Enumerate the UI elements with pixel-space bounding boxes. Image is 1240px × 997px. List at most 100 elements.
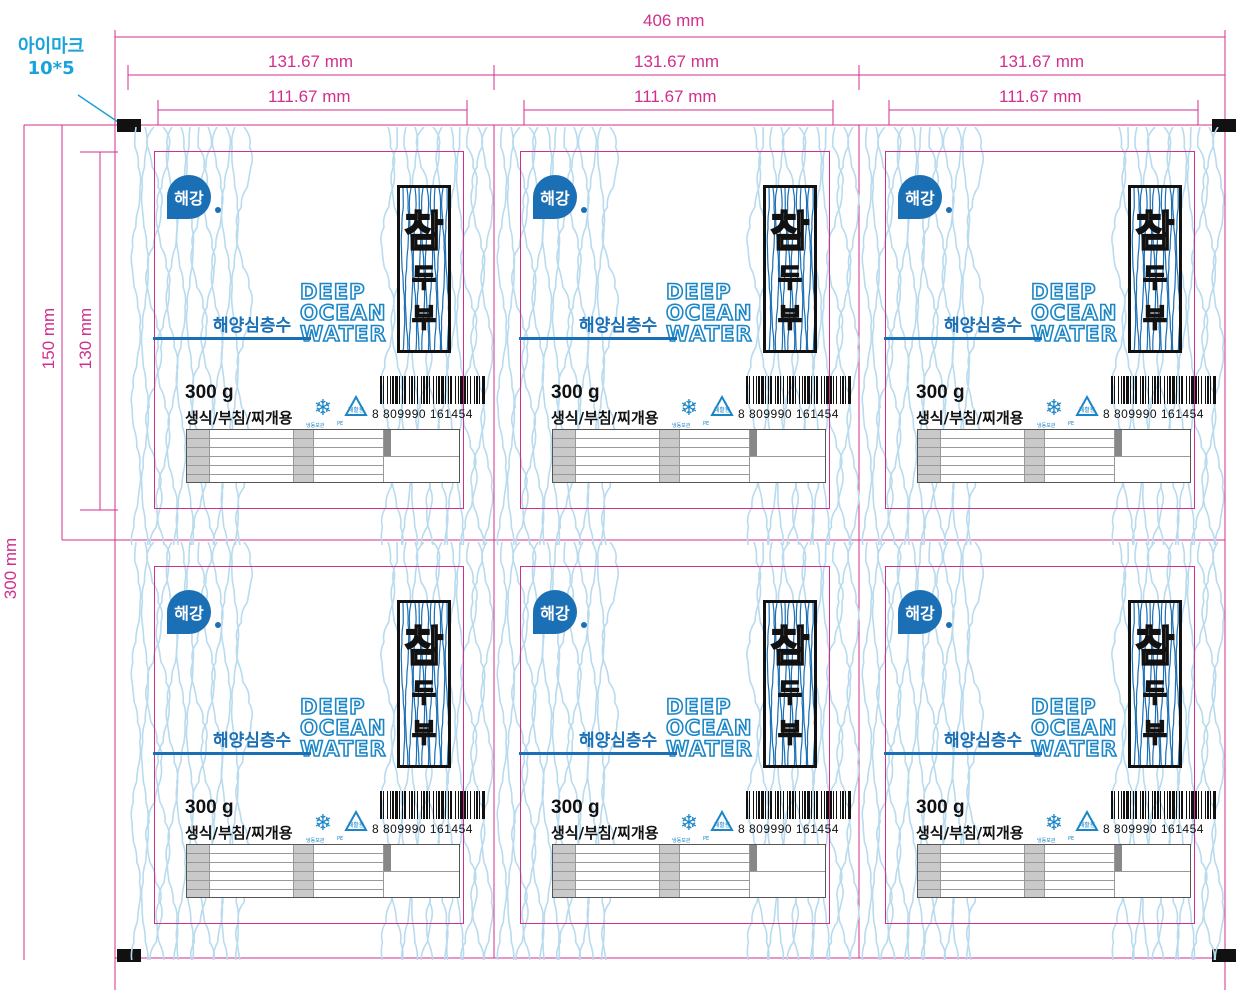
net-weight: 300 g	[551, 382, 600, 403]
deep-word: DEEP	[1030, 695, 1097, 719]
trim-frame	[520, 566, 830, 924]
net-weight: 300 g	[185, 797, 234, 818]
ocean-word: OCEAN	[1030, 301, 1118, 325]
brand-name: 해강	[540, 189, 570, 208]
info-row-line	[918, 871, 1190, 872]
title-wave-pattern	[400, 603, 448, 765]
title-wave-pattern	[766, 603, 814, 765]
water-word: WATER	[665, 322, 753, 346]
info-side-col	[1114, 430, 1122, 456]
info-row-line	[553, 862, 749, 863]
product-title-box: 참 두 부	[397, 600, 451, 768]
brand-logo: 해강	[167, 590, 211, 634]
snowflake-icon: ❄	[1044, 396, 1064, 421]
dim-label1-width: 111.67 mm	[268, 87, 351, 106]
trim-frame	[154, 566, 464, 924]
info-side-col	[749, 430, 757, 456]
accent-line	[519, 752, 677, 755]
snowflake-icon: ❄	[679, 811, 699, 836]
info-row-line	[918, 456, 1190, 457]
info-row-line	[553, 871, 825, 872]
wave-background	[130, 542, 494, 960]
info-row-line	[187, 474, 383, 475]
product-title-box: 참 두 부	[763, 185, 817, 353]
product-title-main: 참	[404, 206, 445, 257]
product-info-table	[917, 844, 1191, 898]
barcode	[1111, 791, 1216, 819]
dim-total-width: 406 mm	[643, 11, 705, 30]
usage-text: 생식/부침/찌개용	[185, 409, 293, 427]
svg-text:재활용: 재활용	[714, 821, 731, 829]
info-row-line	[553, 880, 749, 881]
brand-name: 해강	[174, 189, 204, 208]
info-row-line	[553, 447, 749, 448]
deep-word: DEEP	[299, 280, 366, 304]
product-info-table	[186, 844, 460, 898]
info-row-line	[918, 447, 1114, 448]
product-title-sub-1: 두	[1142, 678, 1167, 710]
product-title-main: 참	[404, 621, 445, 672]
info-row-line	[918, 862, 1114, 863]
snowflake-icon: ❄	[313, 396, 333, 421]
dim-label-height: 130 mm	[76, 307, 96, 370]
recycle-material: PE	[337, 836, 344, 842]
accent-line	[519, 337, 677, 340]
barcode-number: 8 809990 161454	[372, 822, 473, 836]
product-title-sub-2: 부	[1142, 718, 1167, 750]
dim-col1-width: 131.67 mm	[268, 52, 354, 71]
recycle-material: PE	[1068, 421, 1075, 427]
product-title-main: 참	[1135, 206, 1176, 257]
ocean-word: OCEAN	[299, 716, 387, 740]
deep-sea-water-text: 해양심층수	[579, 731, 658, 751]
product-info-table	[917, 429, 1191, 483]
snowflake-icon: ❄	[1044, 811, 1064, 836]
brand-logo-dot	[215, 622, 221, 628]
svg-text:재활용: 재활용	[1079, 821, 1096, 829]
info-row-line	[918, 880, 1114, 881]
tofu-label-4: 해강 참 두 부 DEEP OCEAN WATER 해양심층수 300 g 생식…	[130, 542, 495, 960]
deep-sea-water-text: 해양심층수	[213, 316, 292, 336]
arrow-icon	[77, 94, 119, 123]
info-row-line	[553, 474, 749, 475]
brand-name: 해강	[540, 604, 570, 623]
product-title-sub-1: 두	[777, 678, 802, 710]
info-fine-print	[187, 430, 459, 482]
dim-col2-width: 131.67 mm	[634, 52, 720, 71]
title-wave-pattern	[1131, 188, 1179, 350]
info-fine-print	[553, 845, 825, 897]
trim-frame	[520, 151, 830, 509]
info-row-line	[187, 465, 383, 466]
product-title-main: 참	[770, 206, 811, 257]
svg-text:재활용: 재활용	[348, 821, 365, 829]
recycle-icon: 재활용	[344, 810, 368, 831]
product-title-sub-2: 부	[777, 303, 802, 335]
deep-sea-water-text: 해양심층수	[579, 316, 658, 336]
product-info-table	[186, 429, 460, 483]
info-row-line	[918, 853, 1114, 854]
info-row-line	[187, 871, 459, 872]
cold-storage-caption: 냉동보관	[306, 838, 325, 844]
recycle-material: PE	[1068, 836, 1075, 842]
deep-word: DEEP	[1030, 280, 1097, 304]
product-title-sub-2: 부	[411, 718, 436, 750]
title-wave-pattern	[766, 188, 814, 350]
water-word: WATER	[299, 737, 387, 761]
dim-col3-width: 131.67 mm	[999, 52, 1085, 71]
brand-logo-dot	[581, 622, 587, 628]
product-title-box: 참 두 부	[397, 185, 451, 353]
recycle-icon: 재활용	[344, 395, 368, 416]
usage-text: 생식/부침/찌개용	[916, 409, 1024, 427]
product-title-main: 참	[1135, 621, 1176, 672]
info-row-line	[187, 447, 383, 448]
recycle-material: PE	[703, 421, 710, 427]
accent-line	[884, 752, 1042, 755]
product-info-table	[552, 429, 826, 483]
product-title-box: 참 두 부	[1128, 600, 1182, 768]
info-row-line	[918, 465, 1114, 466]
barcode	[746, 791, 851, 819]
water-word: WATER	[299, 322, 387, 346]
barcode-number: 8 809990 161454	[1103, 822, 1204, 836]
product-title-sub-1: 두	[411, 263, 436, 295]
net-weight: 300 g	[551, 797, 600, 818]
recycle-material: PE	[703, 836, 710, 842]
